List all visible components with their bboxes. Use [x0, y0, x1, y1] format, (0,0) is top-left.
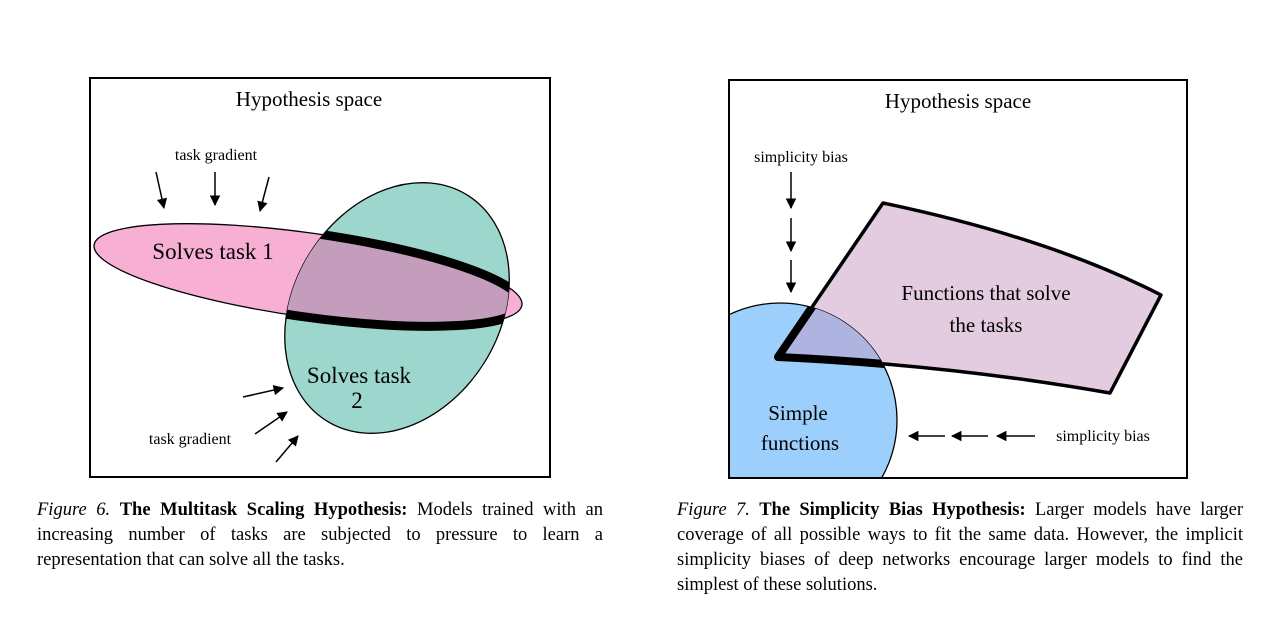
figure-7-diagram: Hypothesis space simplicity bias Functio…	[728, 79, 1188, 479]
arrow-icon	[275, 435, 299, 463]
task2-label-line1: Solves task	[307, 363, 412, 388]
vertical-arrow-label: simplicity bias	[754, 149, 848, 166]
region-label-line2: the tasks	[950, 313, 1023, 337]
panel-title: Hypothesis space	[236, 87, 382, 111]
region-label-line1: Functions that solve	[901, 281, 1070, 305]
figure-7: Hypothesis space simplicity bias Functio…	[640, 0, 1280, 636]
top-arrow-label: task gradient	[175, 147, 258, 164]
caption-text: Larger models have larger coverage of al…	[677, 500, 1244, 595]
horizontal-arrow-label: simplicity bias	[1056, 428, 1150, 445]
circle-label-line2: functions	[761, 431, 839, 455]
arrow-icon	[254, 411, 288, 435]
top-gradient-arrows	[155, 171, 270, 213]
bottom-arrow-label: task gradient	[149, 431, 232, 448]
hypothesis-space-frame	[728, 79, 1188, 479]
task1-label: Solves task 1	[152, 239, 273, 264]
caption-label: Figure 6.	[37, 500, 111, 520]
arrow-icon	[242, 384, 285, 398]
bottom-gradient-arrows	[242, 384, 299, 463]
caption-label: Figure 7.	[677, 500, 750, 520]
circle-label-line1: Simple	[768, 401, 828, 425]
solving-functions-region	[776, 201, 1163, 395]
figure-6: Hypothesis space task gradient Solves ta…	[37, 77, 603, 573]
figure-6-diagram: Hypothesis space task gradient Solves ta…	[89, 77, 551, 478]
caption-title: The Simplicity Bias Hypothesis:	[759, 500, 1026, 520]
panel-title: Hypothesis space	[885, 89, 1031, 113]
arrow-icon	[155, 171, 168, 210]
arrow-icon	[257, 176, 270, 213]
figure-7-caption: Figure 7. The Simplicity Bias Hypothesis…	[677, 498, 1243, 598]
caption-title: The Multitask Scaling Hypothesis:	[119, 500, 408, 520]
hypothesis-space-frame	[89, 77, 551, 478]
caption-text: Models trained with an increasing number…	[37, 500, 603, 570]
task2-label-line2: 2	[351, 388, 363, 413]
figure-6-caption: Figure 6. The Multitask Scaling Hypothes…	[37, 498, 603, 573]
